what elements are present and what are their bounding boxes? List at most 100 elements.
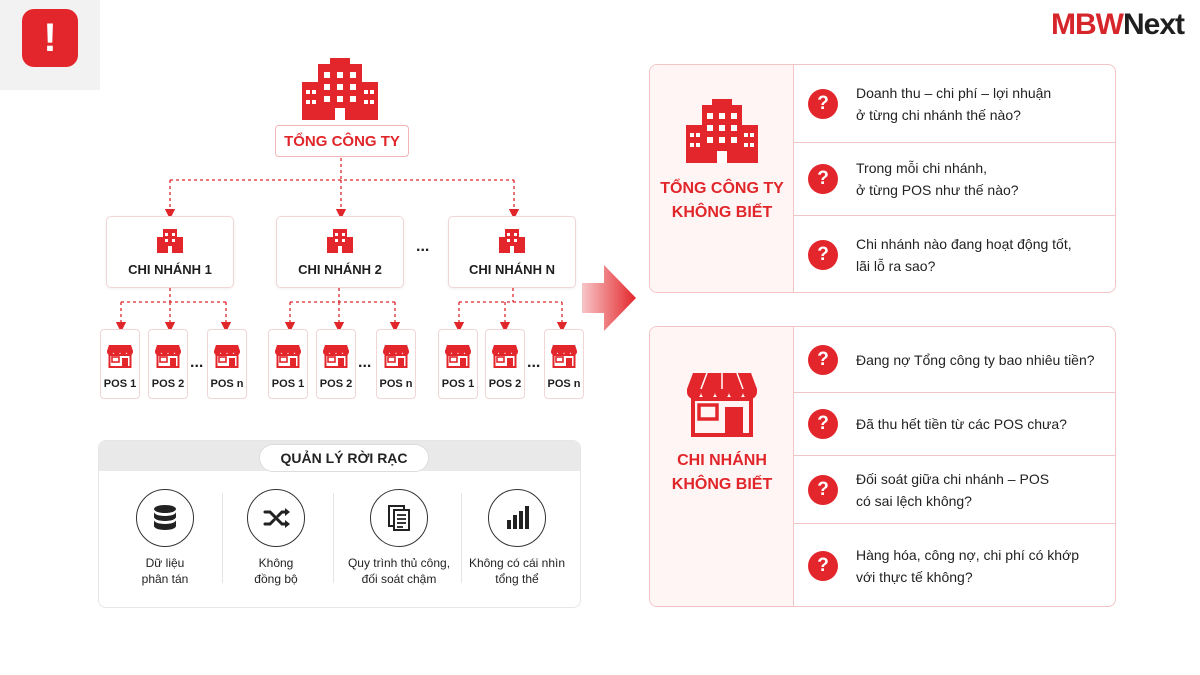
question-icon: ? (808, 164, 838, 194)
feature-text-line2: đồng bộ (254, 572, 298, 586)
storefront-icon (551, 344, 577, 373)
feature-text-line2: tổng thể (495, 572, 539, 586)
question-item: ? Đã thu hết tiền từ các POS chưa? (794, 393, 1115, 455)
bar-chart-icon (488, 489, 546, 547)
pos-label: POS n (547, 378, 581, 390)
building-icon (499, 229, 525, 253)
question-line2: lãi lỗ ra sao? (856, 257, 936, 274)
pos-box: POS n (207, 329, 247, 399)
storefront-icon (445, 344, 471, 373)
question-line2: ở từng POS như thế nào? (856, 182, 1019, 198)
branch-card-title-line2: KHÔNG BIẾT (671, 476, 773, 493)
logo-part-1: MBW (1050, 8, 1124, 41)
branch-card-title-line1: CHI NHÁNH (677, 452, 767, 469)
panel-title: QUẢN LÝ RỜI RẠC (259, 444, 429, 472)
database-icon (136, 489, 194, 547)
pos-box: POS 1 (100, 329, 140, 399)
exclamation-icon: ! (22, 9, 78, 67)
hq-unknown-card: TỔNG CÔNG TY KHÔNG BIẾT ? Doanh thu – chi… (649, 64, 1116, 293)
storefront-icon (155, 344, 181, 373)
storefront-icon (492, 344, 518, 373)
pos-ellipsis: ... (527, 354, 541, 371)
branch-card-title: CHI NHÁNH KHÔNG BIẾT (650, 449, 794, 497)
branch-unknown-card: CHI NHÁNH KHÔNG BIẾT ? Đang nợ Tổng công … (649, 326, 1116, 607)
question-line1: Chi nhánh nào đang hoạt động tốt, (856, 235, 1072, 252)
question-line1: Đang nợ Tổng công ty bao nhiêu tiền? (856, 351, 1095, 368)
pos-box: POS 1 (438, 329, 478, 399)
pos-box: POS n (376, 329, 416, 399)
pos-box: POS 1 (268, 329, 308, 399)
divider (333, 493, 334, 583)
pos-label: POS 1 (441, 378, 475, 390)
divider (794, 215, 1115, 216)
hq-card-title-line1: TỔNG CÔNG TY (660, 180, 784, 197)
arrow-right-icon (582, 265, 636, 331)
branch-ellipsis: ... (416, 238, 430, 255)
question-line2: ở từng chi nhánh thế nào? (856, 106, 1021, 123)
question-icon: ? (808, 474, 838, 505)
pos-box: POS 2 (485, 329, 525, 399)
storefront-icon (383, 344, 409, 373)
question-item: ? Đang nợ Tổng công ty bao nhiêu tiền? (794, 327, 1115, 392)
question-icon: ? (808, 239, 838, 270)
pos-label: POS 1 (271, 378, 305, 390)
office-buildings-icon (686, 99, 758, 163)
divider (461, 493, 462, 583)
question-line1: Hàng hóa, công nợ, chi phí có khớp (856, 546, 1080, 563)
hq-card-title-line2: KHÔNG BIẾT (671, 204, 773, 221)
building-icon (327, 229, 353, 253)
alert-badge: ! (0, 0, 100, 90)
feature-text-line2: đối soát chậm (361, 572, 437, 586)
pos-box: POS n (544, 329, 584, 399)
storefront-icon (323, 344, 349, 373)
divider (794, 523, 1115, 524)
branch-box-1: CHI NHÁNH 1 (106, 216, 234, 288)
question-item: ? Đối soát giữa chi nhánh – POS có sai lệ… (794, 456, 1115, 523)
question-line2: với thực tế không? (856, 568, 973, 585)
question-icon: ? (808, 409, 838, 439)
feature-text-line2: phân tán (141, 572, 189, 586)
pos-label: POS 1 (103, 378, 137, 390)
branch-label: CHI NHÁNH 2 (298, 262, 382, 277)
pos-box: POS 2 (316, 329, 356, 399)
pos-ellipsis: ... (358, 354, 372, 371)
question-line1: Trong mỗi chi nhánh, (856, 160, 987, 176)
question-line2: có sai lệch không? (856, 492, 972, 509)
divider (222, 493, 223, 583)
question-item: ? Chi nhánh nào đang hoạt động tốt, lãi l… (794, 216, 1115, 292)
question-icon: ? (808, 344, 838, 375)
pos-label: POS 2 (319, 378, 353, 390)
branch-label: CHI NHÁNH 1 (128, 262, 212, 277)
question-line1: Đối soát giữa chi nhánh – POS (856, 470, 1050, 487)
pos-label: POS n (379, 378, 413, 390)
storefront-icon (214, 344, 240, 373)
storefront-icon (107, 344, 133, 373)
divider (794, 142, 1115, 143)
hq-card-title: TỔNG CÔNG TY KHÔNG BIẾT (650, 177, 794, 225)
branch-box-n: CHI NHÁNH N (448, 216, 576, 288)
pos-ellipsis: ... (190, 354, 204, 371)
shuffle-icon (247, 489, 305, 547)
storefront-icon (275, 344, 301, 373)
feature-manual-process: Quy trình thủ công,đối soát chậm (331, 489, 467, 587)
headquarters-label: TỔNG CÔNG TY (275, 125, 409, 157)
question-item: ? Trong mỗi chi nhánh, ở từng POS như thế… (794, 143, 1115, 215)
branch-label: CHI NHÁNH N (469, 262, 555, 277)
branch-box-2: CHI NHÁNH 2 (276, 216, 404, 288)
pos-label: POS 2 (488, 378, 522, 390)
question-line1: Doanh thu – chi phí – lợi nhuận (856, 84, 1052, 101)
building-icon (157, 229, 183, 253)
logo-part-2: Next (1122, 8, 1185, 41)
tree-connectors (115, 158, 568, 333)
divider (794, 455, 1115, 456)
storefront-icon (687, 372, 757, 437)
question-line1: Đã thu hết tiền từ các POS chưa? (856, 416, 1067, 432)
documents-icon (370, 489, 428, 547)
